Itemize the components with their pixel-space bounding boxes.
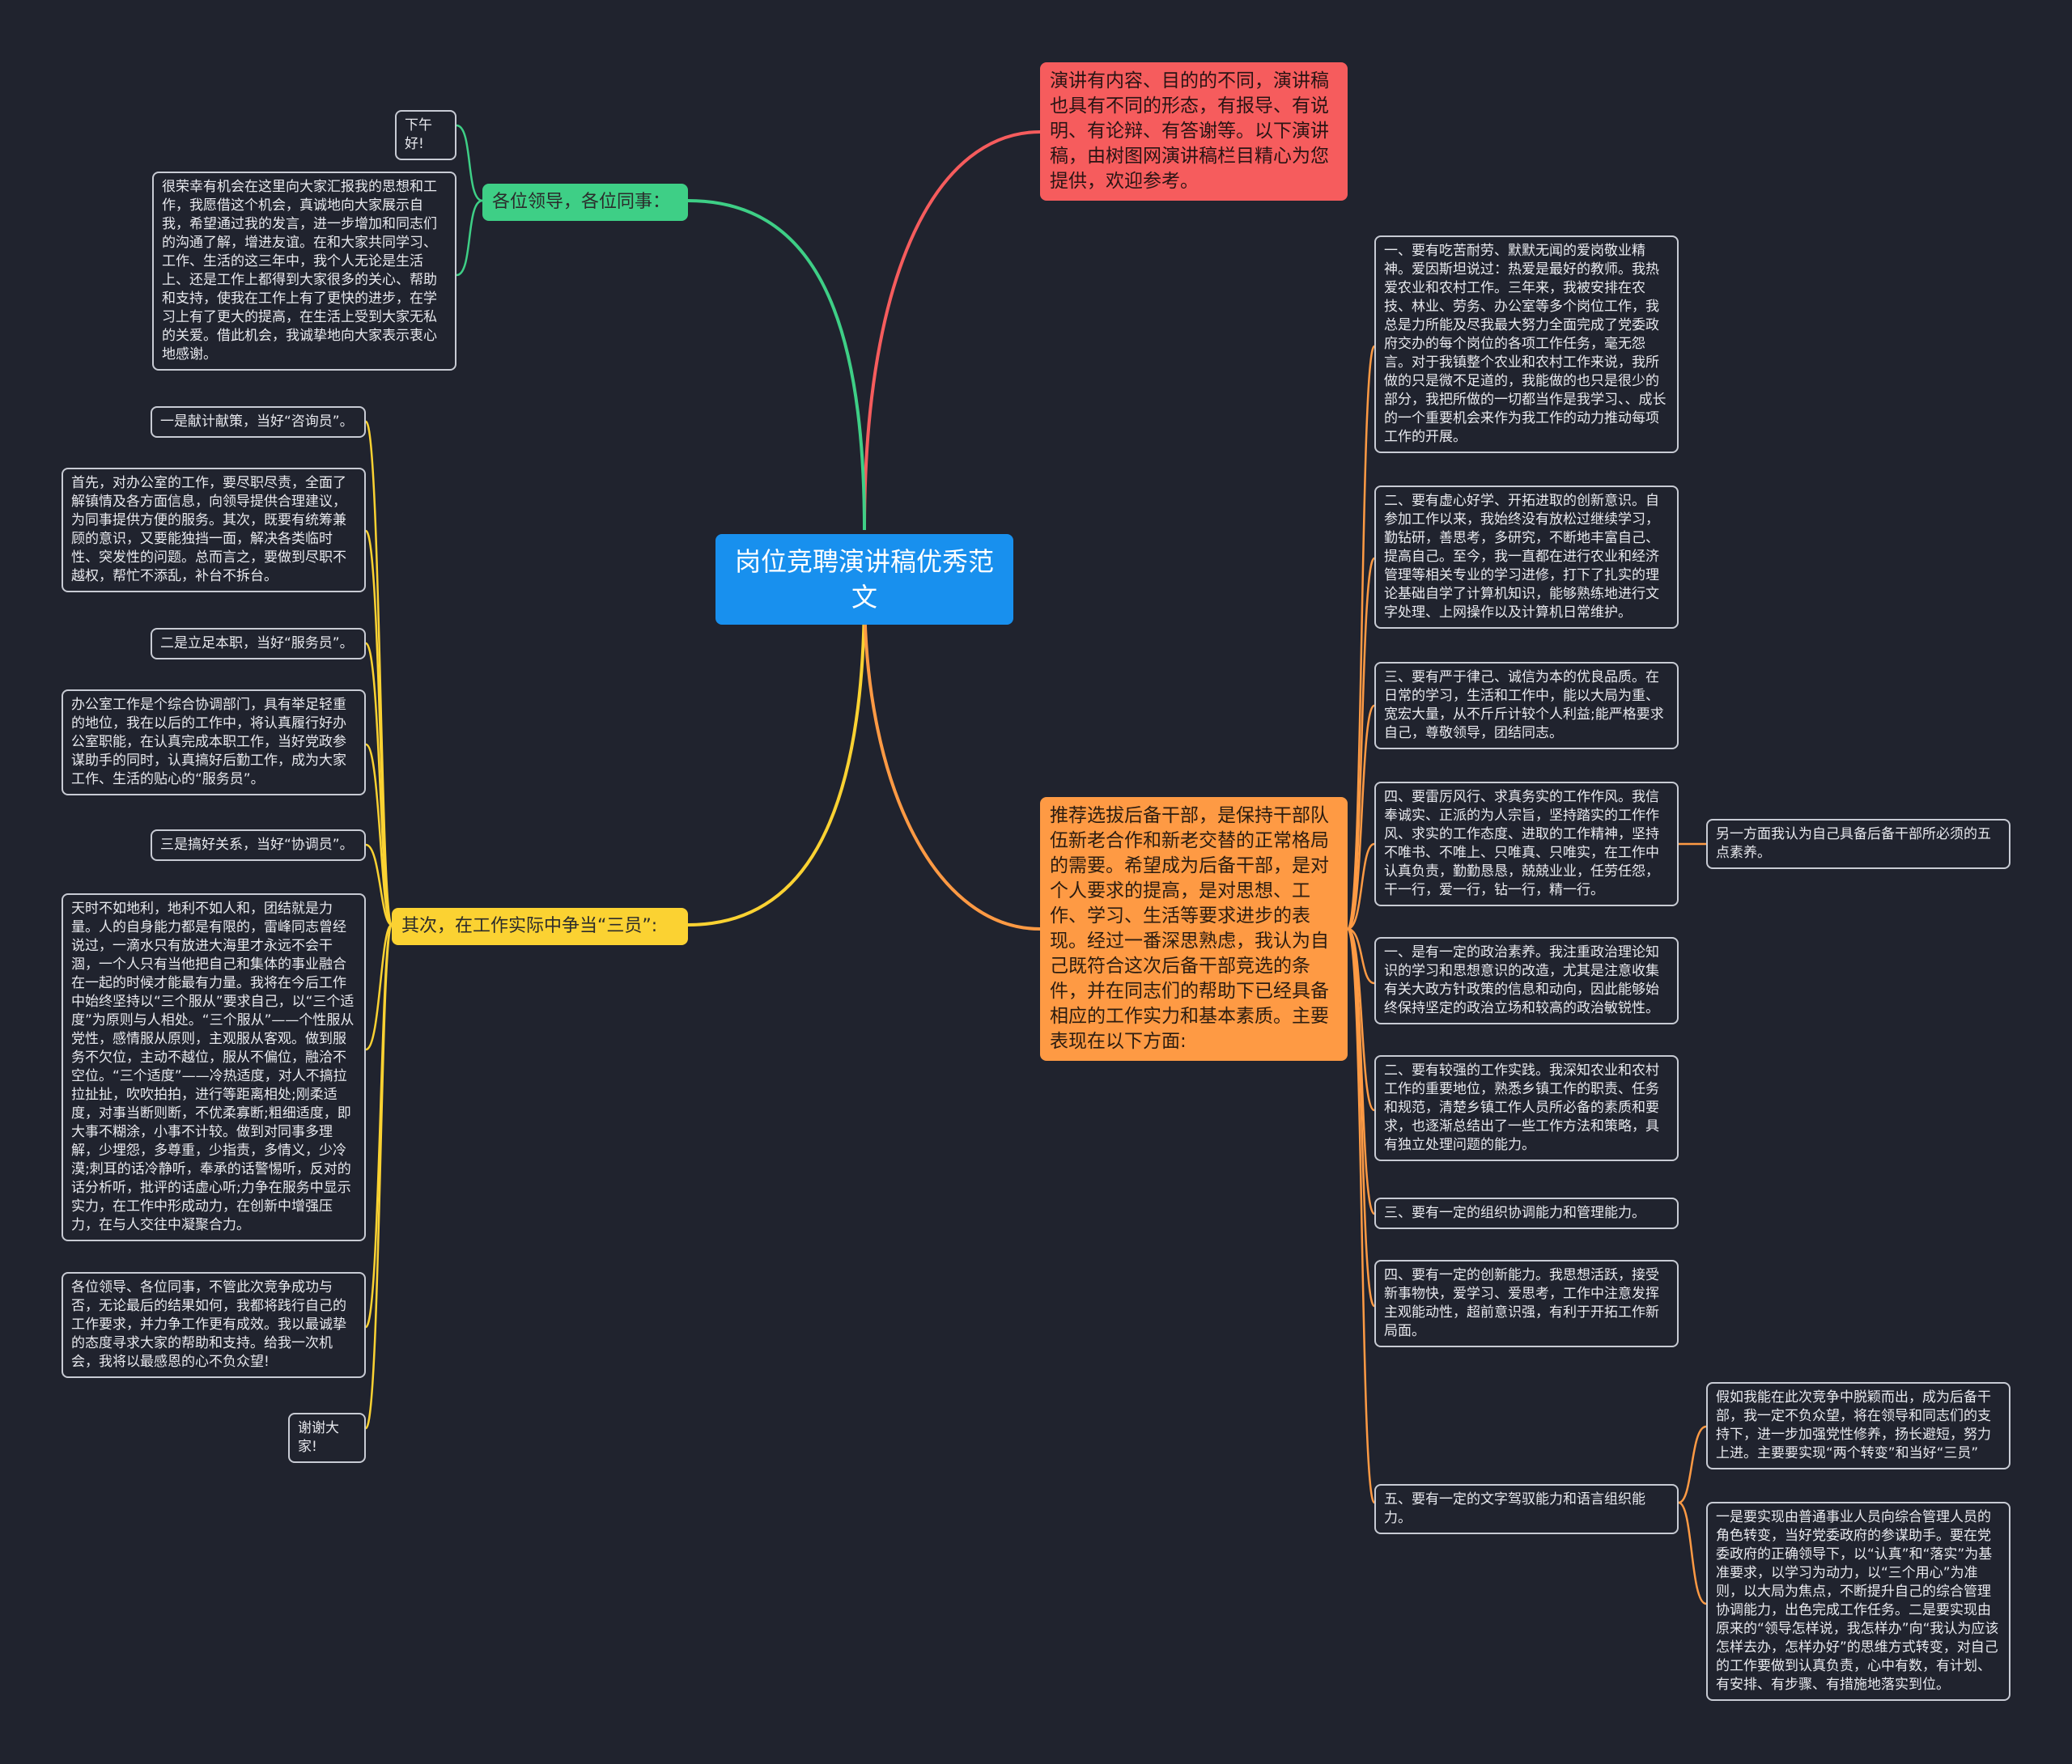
rec-leaf-8[interactable]: 五、要有一定的文字驾驭能力和语言组织能力。: [1374, 1484, 1679, 1534]
branch-recommend[interactable]: 推荐选拔后备干部，是保持干部队伍新老合作和新老交替的正常格局的需要。希望成为后备…: [1040, 797, 1348, 1061]
link-rec-c2: [1346, 704, 1376, 931]
link-fifth-c1: [1678, 1501, 1707, 1605]
link-rec-c7: [1346, 927, 1376, 1308]
three-leaf-2[interactable]: 二是立足本职，当好“服务员”。: [151, 628, 366, 659]
fifth-leaf-1[interactable]: 一是要实现由普通事业人员向综合管理人员的角色转变，当好党委政府的参谋助手。要在党…: [1706, 1502, 2010, 1701]
link-root-intro: [863, 130, 1041, 531]
link-rec-c1: [1346, 557, 1376, 931]
rec-leaf-0[interactable]: 一、要有吃苦耐劳、默默无闻的爱岗敬业精神。爱因斯坦说过：热爱是最好的教师。我热爱…: [1374, 235, 1679, 453]
branch-three[interactable]: 其次，在工作实际中争当“三员”:: [392, 908, 688, 945]
rec-leaf-3[interactable]: 四、要雷厉风行、求真务实的工作作风。我信奉诚实、正派的为人宗旨，坚持踏实的工作作…: [1374, 782, 1679, 906]
link-rec-c8: [1346, 927, 1376, 1504]
link-root-recommend: [863, 590, 1041, 931]
link-three-c1: [364, 529, 393, 927]
branch-intro[interactable]: 演讲有内容、目的的不同，演讲稿也具有不同的形态，有报导、有说明、有论辩、有答谢等…: [1040, 62, 1348, 201]
greeting-leaf-1[interactable]: 很荣幸有机会在这里向大家汇报我的思想和工作，我愿借这个机会，真诚地向大家展示自我…: [152, 172, 456, 371]
three-leaf-3[interactable]: 办公室工作是个综合协调部门，具有举足轻重的地位，我在以后的工作中，将认真履行好办…: [62, 689, 366, 795]
link-three-c5: [365, 923, 393, 1051]
branch-greeting[interactable]: 各位领导，各位同事：: [482, 184, 688, 221]
rec-leaf-7[interactable]: 四、要有一定的创新能力。我思想活跃，接受新事物快，爱学习、爱思考，工作中注意发挥…: [1374, 1260, 1679, 1347]
rec-leaf-6[interactable]: 三、要有一定的组织协调能力和管理能力。: [1374, 1198, 1679, 1229]
link-three-c7: [364, 923, 393, 1430]
link-rec-c4: [1347, 927, 1375, 985]
rec-leaf-1[interactable]: 二、要有虚心好学、开拓进取的创新意识。自参加工作以来，我始终没有放松过继续学习，…: [1374, 486, 1679, 629]
link-rec-c0: [1346, 345, 1376, 931]
link-three-c4: [365, 843, 393, 927]
link-root-three: [687, 590, 866, 927]
three-leaf-4[interactable]: 三是搞好关系，当好“协调员”。: [151, 829, 366, 861]
link-rec-c3: [1347, 842, 1375, 931]
link-root-greeting: [687, 199, 866, 531]
link-rec-c5: [1347, 927, 1376, 1112]
three-leaf-6[interactable]: 各位领导、各位同事，不管此次竞争成功与否，无论最后的结果如何，我都将践行自己的工…: [62, 1272, 366, 1378]
rec-leaf-5[interactable]: 二、要有较强的工作实践。我深知农业和农村工作的重要地位，熟悉乡镇工作的职责、任务…: [1374, 1055, 1679, 1161]
three-leaf-7[interactable]: 谢谢大家!: [288, 1413, 366, 1463]
link-greeting-c1: [456, 199, 483, 277]
three-leaf-5[interactable]: 天时不如地利，地利不如人和，团结就是力量。人的自身能力都是有限的，雷峰同志曾经说…: [62, 893, 366, 1241]
link-greeting-c0: [456, 124, 483, 202]
rec-leaf-4[interactable]: 一、是有一定的政治素养。我注重政治理论知识的学习和思想意识的改造，尤其是注意收集…: [1374, 937, 1679, 1024]
rec-leaf-2[interactable]: 三、要有严于律己、诚信为本的优良品质。在日常的学习，生活和工作中，能以大局为重、…: [1374, 662, 1679, 749]
fifth-leaf-0[interactable]: 假如我能在此次竞争中脱颖而出，成为后备干部，我一定不负众望，将在领导和同志们的支…: [1706, 1382, 2010, 1469]
three-leaf-0[interactable]: 一是献计献策，当好“咨询员”。: [151, 406, 366, 438]
three-leaf-1[interactable]: 首先，对办公室的工作，要尽职尽责，全面了解镇情及各方面信息，向领导提供合理建议，…: [62, 468, 366, 592]
root-topic[interactable]: 岗位竞聘演讲稿优秀范文: [715, 534, 1013, 625]
link-three-c3: [364, 743, 393, 927]
greeting-leaf-0[interactable]: 下午好!: [395, 110, 456, 160]
rec-side-leaf[interactable]: 另一方面我认为自己具备后备干部所必须的五点素养。: [1706, 819, 2010, 869]
link-fifth-c0: [1678, 1425, 1707, 1504]
link-three-c6: [364, 923, 393, 1329]
